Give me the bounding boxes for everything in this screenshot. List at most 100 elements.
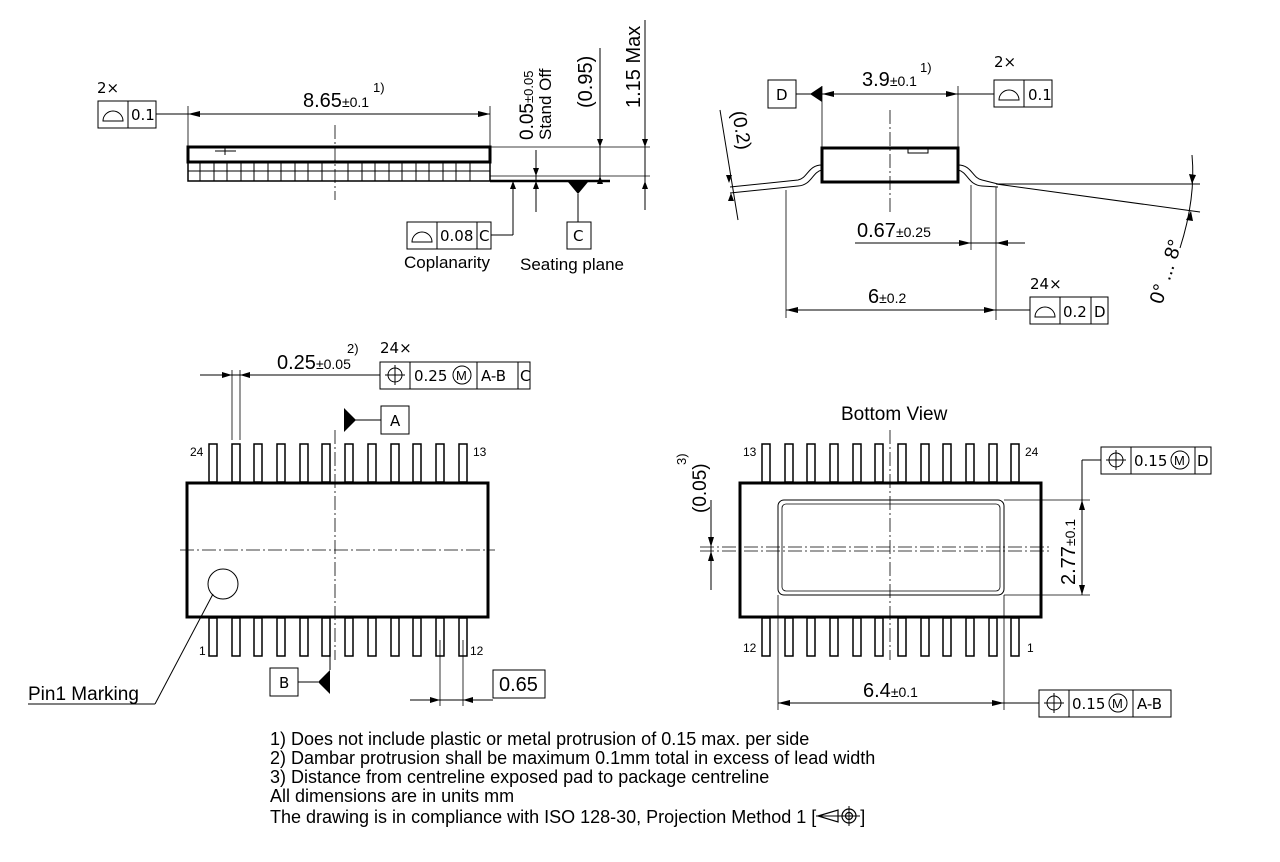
end-mult-24x: 24× (1030, 275, 1062, 293)
coplanarity-label: Coplanarity (404, 253, 490, 272)
seating-datum: C (573, 227, 583, 245)
profile-surface-icon (998, 89, 1020, 101)
lead-position-mod: M (456, 368, 467, 383)
top-pin-12: 12 (470, 644, 484, 658)
position-icon (385, 365, 405, 385)
pitch-box (492, 669, 546, 699)
top-view: 0.25±0.05 2) 24× 0.25 M A-B C A 24 (28, 339, 546, 706)
pad-offset-note: 3) (674, 453, 689, 465)
pad-offset: (0.05) (690, 463, 711, 513)
pitch-value: 0.65 (499, 674, 538, 696)
top-pin-1: 1 (199, 644, 206, 658)
lead-span: 6±0.2 (868, 286, 906, 308)
side-flatness-value: 0.1 (131, 106, 155, 124)
top-leads-lower (208, 617, 468, 657)
end-flatness-value: 0.1 (1028, 86, 1052, 104)
note-iso: The drawing is in compliance with ISO 12… (270, 806, 866, 827)
side-view: 2× 0.1 8.65±0.1 1) 0.05±0.05 (97, 20, 650, 274)
mmc-icon (452, 365, 472, 385)
datum-d: D (776, 86, 788, 104)
body-thickness: (0.95) (575, 56, 597, 108)
note-3: 3) Distance from centreline exposed pad … (270, 767, 770, 787)
pad-position-ab-value: 0.15 (1072, 695, 1105, 713)
pad-position-d-mod: M (1174, 453, 1185, 468)
lead-position-datums: A-B (481, 367, 506, 385)
datum-b-frame (269, 667, 299, 697)
package-body-bottom (738, 481, 1043, 619)
datum-triangle-icon (568, 182, 588, 194)
datum-triangle-icon (318, 670, 330, 694)
pad-height: 2.77±0.1 (1058, 519, 1080, 585)
pad-position-ab-mod: M (1112, 696, 1123, 711)
standoff-value: 0.05±0.05 (517, 71, 538, 140)
profile-surface-icon (102, 110, 124, 122)
top-pin-24: 24 (190, 445, 204, 459)
bottom-leads-lower (761, 617, 1020, 657)
top-mult-24x: 24× (380, 339, 412, 357)
width-value: 3.9±0.1 (862, 69, 917, 91)
side-leads (187, 161, 491, 182)
exposed-pad (777, 499, 1005, 596)
datum-a: A (390, 412, 401, 430)
bottom-view-title: Bottom View (841, 404, 948, 425)
notes: 1) Does not include plastic or metal pro… (270, 730, 875, 827)
pad-position-frame-ab (1038, 689, 1172, 718)
lead-thickness: (0.2) (727, 109, 754, 151)
lead-angle: 0° ... 8° (1146, 237, 1187, 307)
end-view: D 3.9±0.1 1) 2× 0.1 (0.2) 0.67± (719, 53, 1201, 325)
mmc-icon (1108, 693, 1128, 713)
gull-wing-lead-right (957, 164, 999, 185)
pin1-marker (207, 568, 239, 600)
note-units: All dimensions are in units mm (270, 786, 515, 806)
package-body-side (186, 145, 492, 164)
coplanarity-frame (406, 221, 492, 250)
lead-position-value: 0.25 (414, 367, 447, 385)
top-leads-upper (208, 443, 468, 483)
standoff-label: Stand Off (536, 68, 555, 140)
mmc-icon (1170, 450, 1190, 470)
foot-length: 0.67±0.25 (857, 220, 931, 242)
end-flatness-frame (993, 79, 1053, 108)
profile-surface-icon (411, 231, 433, 243)
lead-width: 0.25±0.05 (277, 352, 351, 374)
coplanarity-value: 0.08 (440, 227, 473, 245)
lead-position-datum-c: C (520, 367, 530, 385)
projection-method-icon (816, 806, 861, 826)
pad-position-d-value: 0.15 (1134, 452, 1167, 470)
bottom-pin-1: 1 (1027, 641, 1034, 655)
profile-frame (1029, 296, 1109, 325)
bottom-pin-24: 24 (1025, 445, 1039, 459)
pad-position-d-datum: D (1197, 452, 1209, 470)
note-2: 2) Dambar protrusion shall be maximum 0.… (270, 748, 876, 768)
datum-b: B (279, 674, 289, 692)
gull-wing-lead-left (729, 164, 823, 188)
pad-position-frame-d (1100, 446, 1212, 475)
profile-datum: D (1094, 303, 1106, 321)
width-note: 1) (920, 60, 932, 75)
position-icon (1106, 450, 1126, 470)
lead-width-note: 2) (347, 341, 359, 356)
pad-width: 6.4±0.1 (863, 680, 918, 702)
note-1: 1) Does not include plastic or metal pro… (270, 729, 810, 749)
datum-triangle-icon (344, 408, 356, 432)
coplanarity-datum: C (479, 227, 489, 245)
bottom-view: Bottom View 13 24 12 1 (0. (674, 404, 1212, 718)
end-mult-2x: 2× (994, 53, 1016, 71)
length-note: 1) (373, 80, 385, 95)
length-value: 8.65±0.1 (303, 90, 369, 112)
seating-datum-frame (566, 221, 592, 250)
profile-surface-icon (1034, 306, 1056, 318)
profile-value: 0.2 (1063, 303, 1087, 321)
lead-position-frame (379, 361, 531, 390)
top-pin-13: 13 (473, 445, 487, 459)
max-height: 1.15 Max (623, 26, 645, 108)
side-mult-2x: 2× (97, 79, 119, 97)
bottom-pin-12: 12 (743, 641, 757, 655)
seating-label: Seating plane (520, 255, 624, 274)
pad-position-ab-datums: A-B (1137, 695, 1162, 713)
bottom-pin-13: 13 (743, 445, 757, 459)
position-icon (1044, 693, 1064, 713)
pin1-label: Pin1 Marking (28, 684, 139, 705)
bottom-leads-upper (761, 443, 1020, 483)
